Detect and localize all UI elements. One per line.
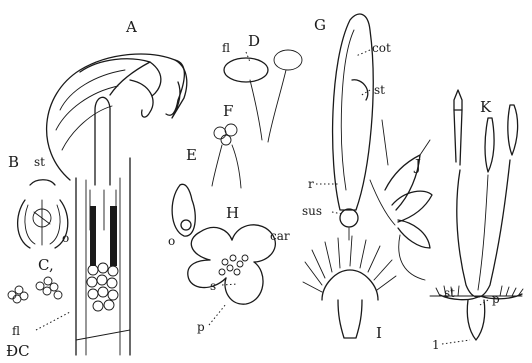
label-o-b: o [62,231,69,245]
label-g: G [314,16,326,34]
label-car: car [270,229,290,243]
label-k: K [480,98,492,116]
label-1: 1 [432,338,440,352]
figure-i-carpels [303,236,396,338]
figure-b-flower [18,180,68,248]
figure-e-stamen [172,184,195,236]
label-o-e: o [168,234,175,248]
label-i: I [376,324,382,342]
label-cot: cot [372,41,391,55]
label-h: H [226,204,239,222]
figure-labels: A B st o C, fl ÐC D fl E F o H s p G cot… [6,16,500,360]
figure-j-spikelet [370,120,432,280]
figure-g-embryo [333,14,374,240]
label-d: D [248,32,260,50]
label-j: J [413,156,421,174]
label-fl-d: fl [222,41,230,55]
label-r: r [308,177,314,191]
label-f: F [223,102,233,120]
label-st-g: st [374,83,385,97]
figure-f-stamen [212,124,241,188]
figure-h-flower [188,225,276,304]
figure-c-clusters [8,277,62,303]
label-c: C, [38,256,54,274]
label-e: E [186,146,197,164]
label-s: s [210,279,216,293]
label-p-k: p [492,292,500,306]
label-b: B [8,153,19,171]
label-sus: sus [302,204,322,218]
label-p-h: p [197,320,205,334]
figure-d-stamen [224,50,302,142]
figure-a-spathe [47,54,187,355]
label-st-k: st [444,286,455,300]
label-st-b: st [34,155,45,169]
signature-mark: ÐC [6,342,30,360]
label-fl-a: fl [12,324,20,338]
figure-k-flower [430,90,523,340]
label-a: A [125,18,137,36]
